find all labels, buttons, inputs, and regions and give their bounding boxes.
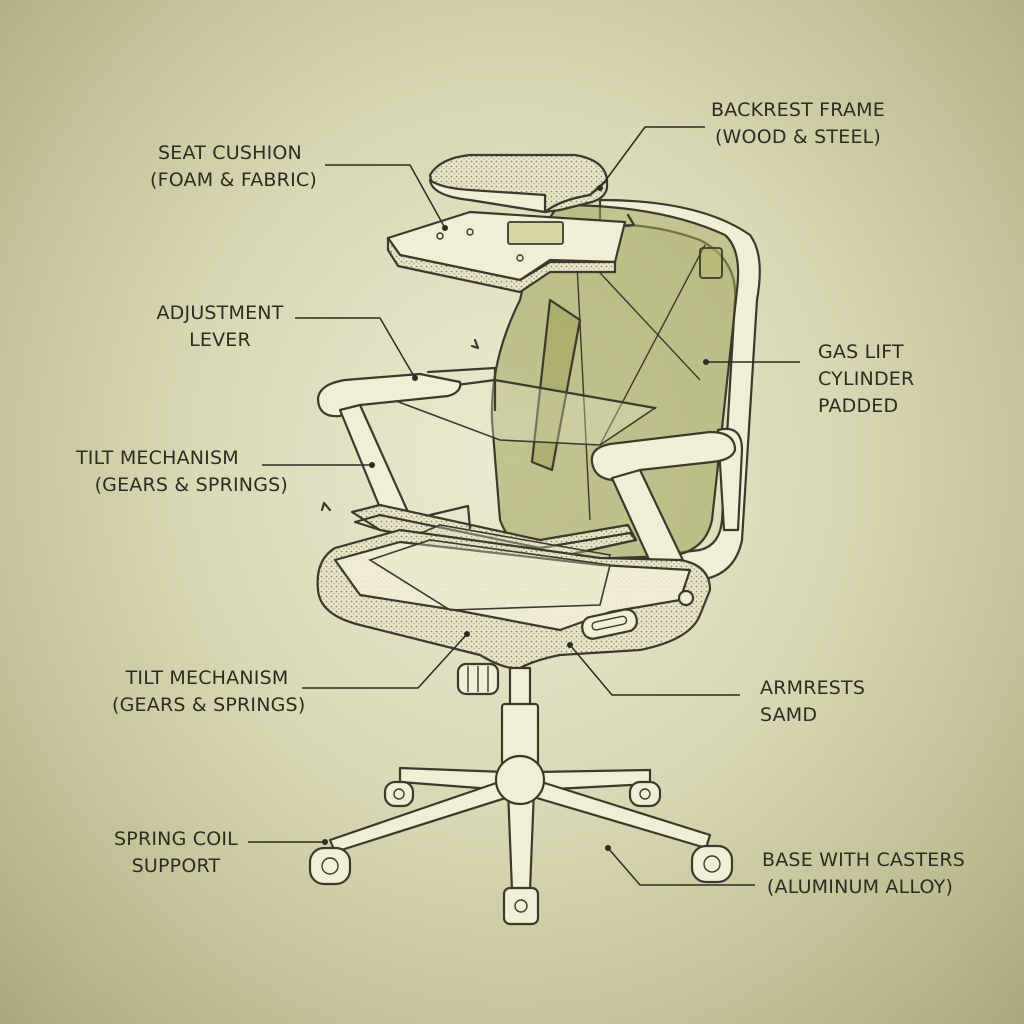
label-seat-cushion: SEAT CUSHION (FOAM & FABRIC) (150, 142, 317, 191)
armrest-left (316, 372, 462, 522)
caster (628, 780, 662, 808)
label-tilt-mechanism-lower: TILT MECHANISM (GEARS & SPRINGS) (112, 667, 306, 716)
caster (308, 846, 352, 886)
base-with-casters (308, 754, 734, 926)
caster (383, 780, 415, 808)
leader-lines (248, 126, 800, 886)
label-adjustment-lever: ADJUSTMENT LEVER (156, 302, 284, 351)
caster (502, 886, 540, 926)
caster (690, 844, 734, 884)
seat-cushion (386, 153, 627, 294)
label-tilt-mechanism-upper: TILT MECHANISM (GEARS & SPRINGS) (76, 447, 288, 496)
label-gas-lift-cylinder: GAS LIFT CYLINDER PADDED (818, 341, 915, 417)
label-backrest-frame: BACKREST FRAME (WOOD & STEEL) (711, 99, 885, 148)
label-base-with-casters: BASE WITH CASTERS (ALUMINUM ALLOY) (762, 849, 966, 898)
label-armrests: ARMRESTS SAMD (760, 677, 866, 726)
label-spring-coil-support: SPRING COIL SUPPORT (114, 828, 238, 877)
seat-base (316, 528, 712, 670)
